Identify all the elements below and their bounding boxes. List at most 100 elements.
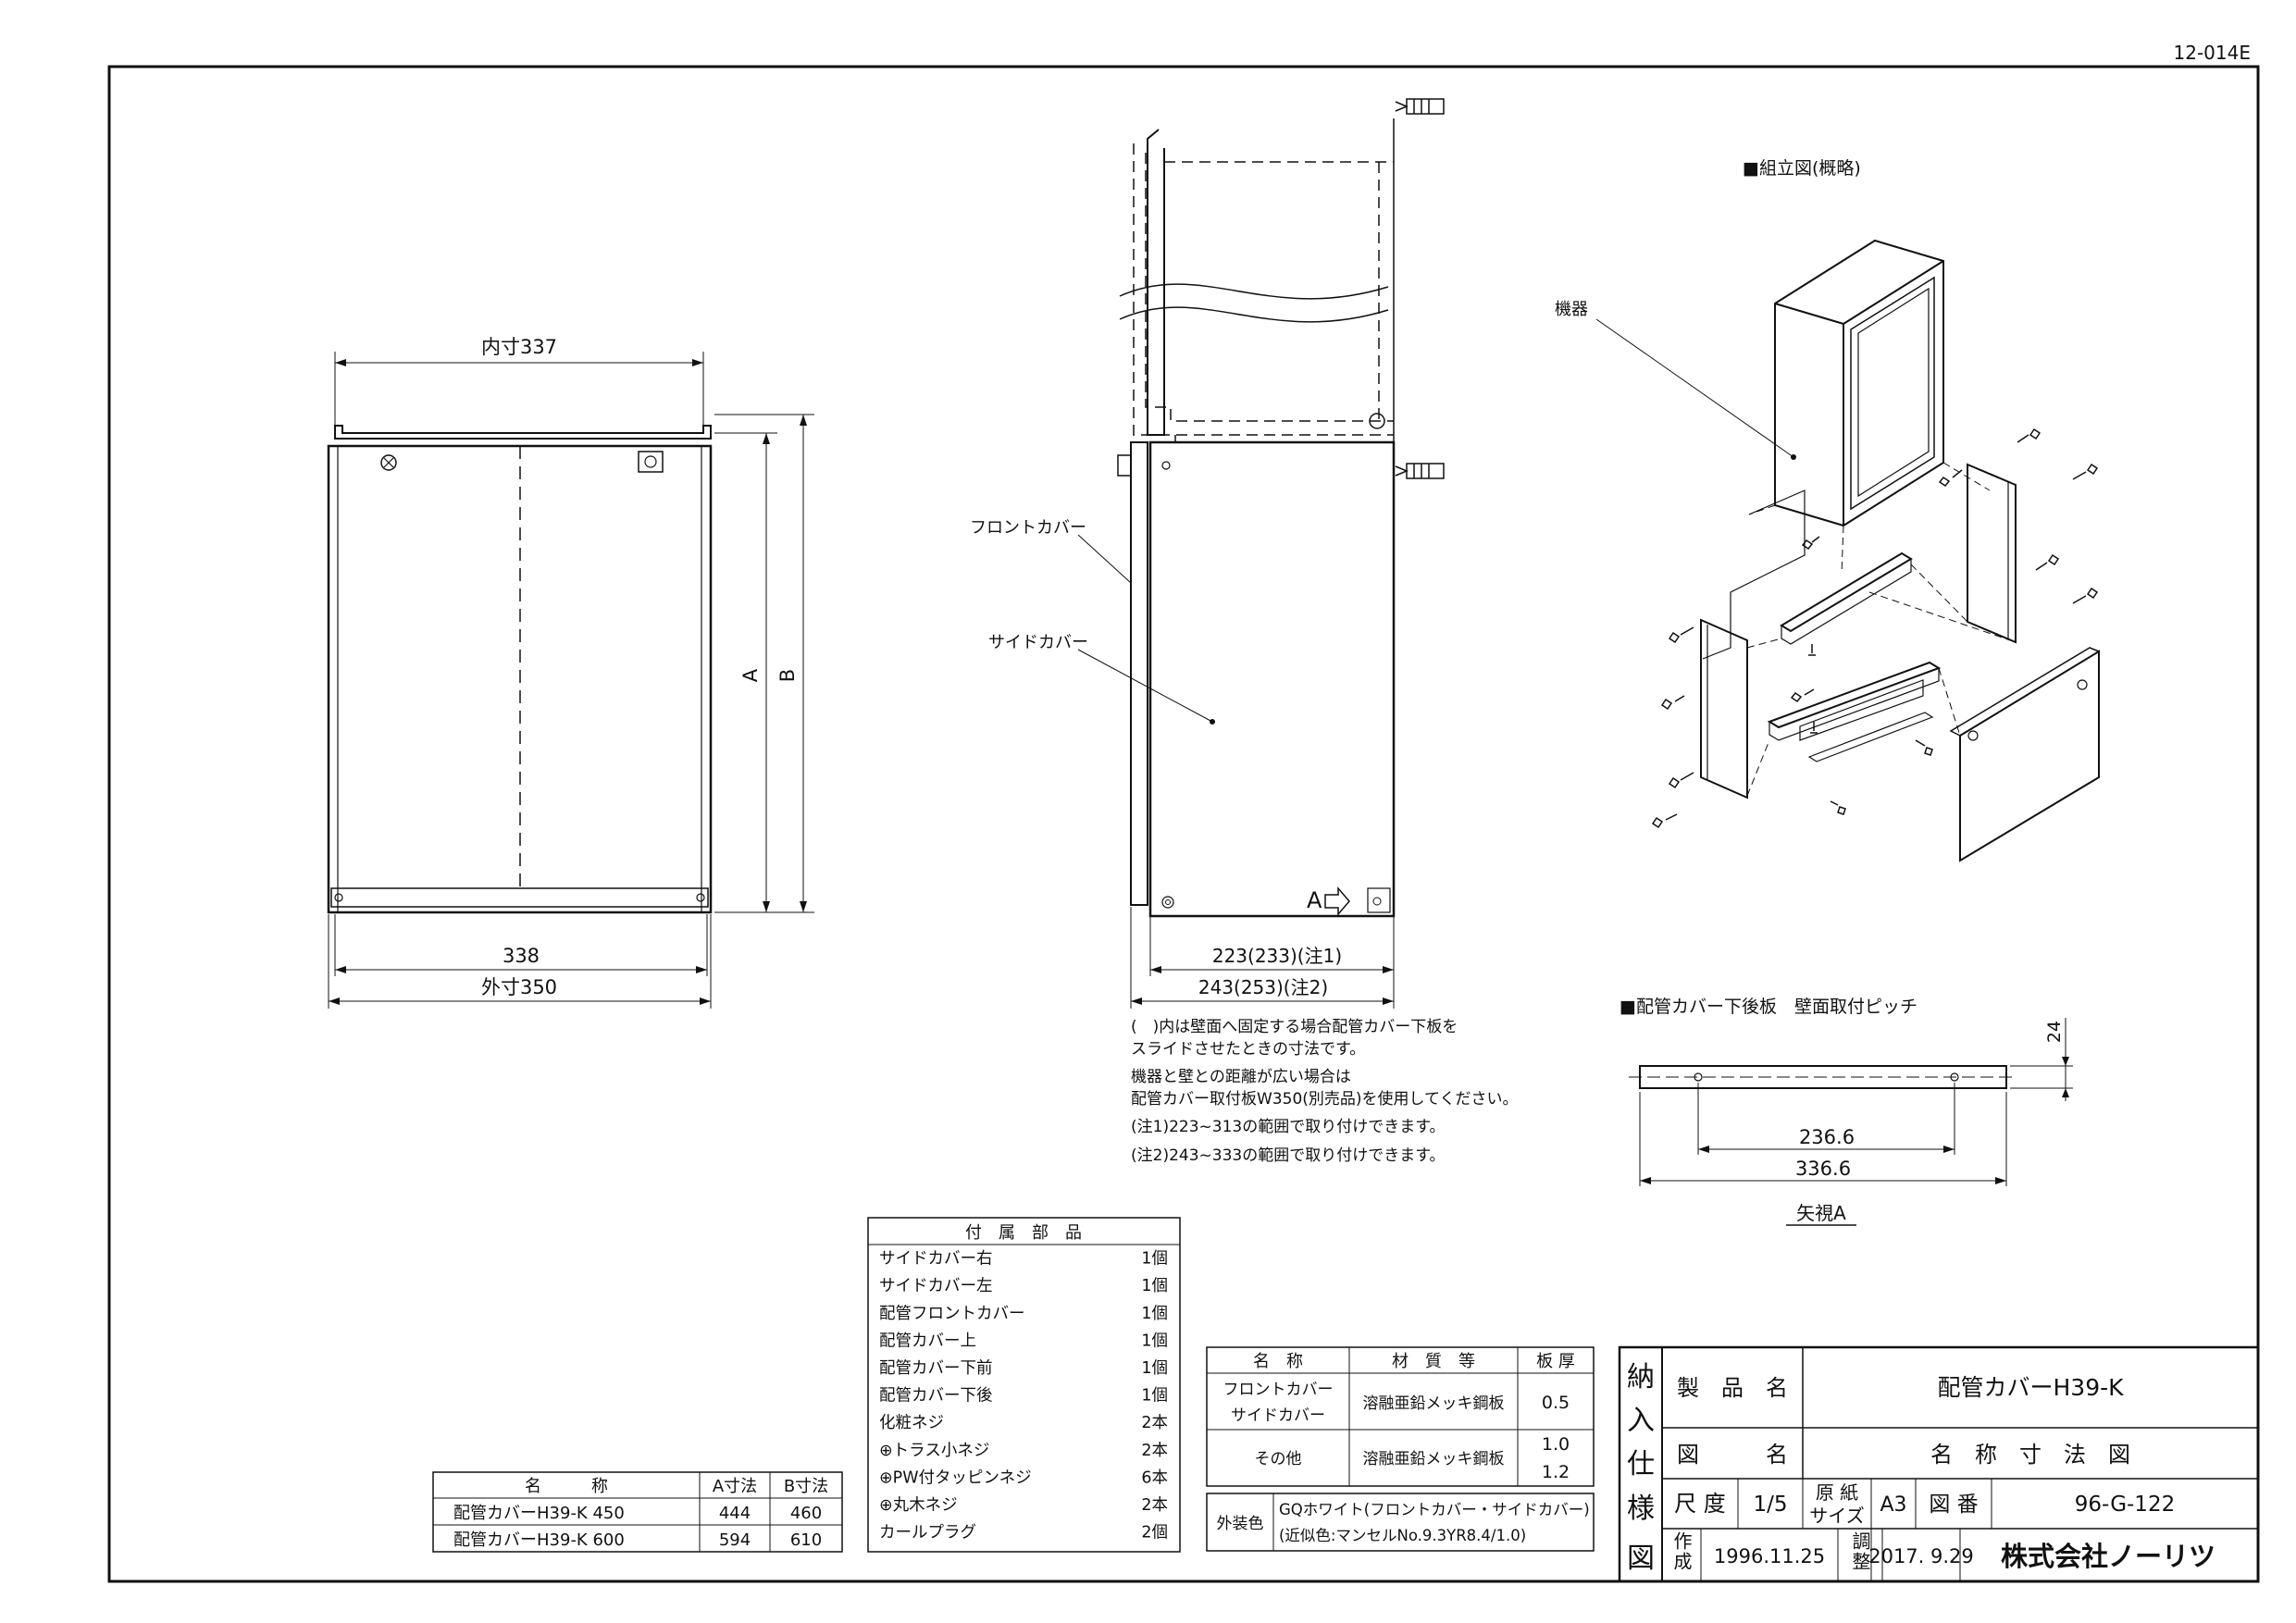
size-table-cell: 配管カバーH39-K 600: [453, 1530, 625, 1550]
front-inner-width-label: 内寸337: [481, 336, 557, 358]
parts-row-name: ⊕丸木ネジ: [879, 1496, 958, 1515]
note-line: 配管カバー取付板W350(別売品)を使用してください。: [1131, 1089, 1519, 1109]
created-label: 作成: [1670, 1531, 1693, 1572]
side-cover-label: サイドカバー: [988, 633, 1088, 652]
scale-value: 1/5: [1753, 1493, 1787, 1517]
adjusted-date: 2017. 9.29: [1868, 1545, 1974, 1567]
material-header-name: 名 称: [1253, 1352, 1303, 1371]
parts-row-name: サイドカバー左: [879, 1277, 993, 1295]
side-dim2-label: 243(253)(注2): [1198, 976, 1328, 998]
parts-row-name: ⊕トラス小ネジ: [879, 1442, 989, 1460]
parts-row-qty: 1個: [1141, 1359, 1168, 1378]
parts-row-name: カールプラグ: [879, 1524, 976, 1542]
title-side-char: 仕: [1627, 1448, 1655, 1481]
parts-row-qty: 2本: [1141, 1414, 1168, 1432]
assembly-view: ■組立図(概略) 機器: [1555, 158, 2100, 862]
border-frame: [107, 65, 2260, 1583]
parts-row-qty: 1個: [1141, 1277, 1168, 1295]
note-line: 機器と壁との距離が広い場合は: [1131, 1068, 1351, 1086]
drawing-no-label: 図 番: [1929, 1493, 1978, 1517]
scale-label: 尺 度: [1674, 1491, 1726, 1517]
parts-row-qty: 1個: [1141, 1387, 1168, 1406]
drawing-name-label: 図 名: [1677, 1442, 1788, 1468]
view-a-label: 矢視A: [1796, 1202, 1846, 1224]
front-bottom-width-label: 338: [503, 945, 540, 967]
front-outer-width-label: 外寸350: [481, 976, 557, 998]
note-line: (注1)223~313の範囲で取り付けできます。: [1131, 1118, 1446, 1136]
material-row1-name: サイドカバー: [1231, 1406, 1325, 1425]
title-block: 納 入 仕 様 図 製 品 名 配管カバーH39-K 図 名 名 称 寸 法 図…: [1618, 1345, 2260, 1583]
size-table-header-a: A寸法: [713, 1477, 757, 1496]
material-row2-material: 溶融亜鉛メッキ鋼板: [1363, 1450, 1505, 1468]
created-date: 1996.11.25: [1714, 1545, 1825, 1567]
parts-table-header: 付 属 部 品: [965, 1223, 1082, 1243]
arrow-a-label: A: [1307, 887, 1322, 913]
parts-row-name: サイドカバー右: [879, 1250, 993, 1269]
paper-size-label: 原 紙: [1816, 1481, 1858, 1504]
front-cover-label: フロントカバー: [970, 518, 1086, 538]
side-dim1-label: 223(233)(注1): [1212, 945, 1342, 967]
size-table-header-name: 名 称: [525, 1477, 608, 1496]
product-name-label: 製 品 名: [1677, 1375, 1788, 1401]
note-line: ( )内は壁面へ固定する場合配管カバー下板を: [1131, 1018, 1458, 1036]
paper-size-value: A3: [1880, 1493, 1906, 1517]
size-table-cell: 配管カバーH39-K 450: [453, 1504, 625, 1523]
exterior-color-label: 外装色: [1217, 1515, 1264, 1533]
material-row2-name: その他: [1255, 1450, 1302, 1468]
title-side-char: 入: [1627, 1405, 1655, 1437]
parts-row-name: 配管カバー下前: [879, 1359, 993, 1378]
parts-row-qty: 1個: [1141, 1305, 1168, 1323]
doc-code: 12-014E: [2174, 42, 2251, 64]
parts-row-qty: 2本: [1141, 1442, 1168, 1460]
parts-row-qty: 1個: [1141, 1332, 1168, 1350]
size-table-cell: 610: [790, 1530, 822, 1550]
side-view: A フロントカバー サイドカバー 223(233)(注1) 243(253)(注…: [970, 98, 1445, 1009]
product-name: 配管カバーH39-K: [1937, 1374, 2124, 1401]
wall-pitch-title: ■配管カバー下後板 壁面取付ピッチ: [1620, 997, 1917, 1017]
wall-pitch-view: ■配管カバー下後板 壁面取付ピッチ 236.6 336.6 24 矢視A: [1620, 997, 2073, 1226]
material-row1-name: フロントカバー: [1223, 1381, 1334, 1399]
drawing-no: 96-G-122: [2075, 1493, 2175, 1517]
side-view-notes: ( )内は壁面へ固定する場合配管カバー下板を スライドさせたときの寸法です。 機…: [1131, 1018, 1519, 1165]
company-name: 株式会社ノーリツ: [2001, 1541, 2215, 1572]
material-table: 名 称 材 質 等 板 厚 フロントカバー サイドカバー 溶融亜鉛メッキ鋼板 0…: [1206, 1346, 1595, 1552]
material-header-material: 材 質 等: [1392, 1352, 1475, 1371]
parts-row-name: 配管カバー下後: [879, 1387, 993, 1406]
size-table-cell: 444: [719, 1504, 751, 1523]
material-row1-material: 溶融亜鉛メッキ鋼板: [1363, 1394, 1505, 1413]
material-row1-thickness: 0.5: [1542, 1393, 1570, 1413]
exterior-color-line: GQホワイト(フロントカバー・サイドカバー): [1279, 1501, 1590, 1518]
wall-pitch-height-dim: 24: [2044, 1021, 2065, 1043]
note-line: (注2)243~333の範囲で取り付けできます。: [1131, 1146, 1446, 1165]
title-side-char: 様: [1627, 1493, 1655, 1525]
title-side-char: 納: [1627, 1361, 1655, 1394]
parts-row-name: 化粧ネジ: [879, 1414, 944, 1432]
parts-row-name: ⊕PW付タッピンネジ: [879, 1468, 1032, 1487]
note-line: スライドさせたときの寸法です。: [1131, 1040, 1365, 1059]
parts-row-qty: 2本: [1141, 1496, 1168, 1515]
material-header-thickness: 板 厚: [1536, 1352, 1575, 1371]
size-table: 名 称 A寸法 B寸法 配管カバーH39-K 450 444 460 配管カバー…: [432, 1471, 843, 1553]
size-table-header-b: B寸法: [784, 1477, 828, 1496]
device-label: 機器: [1555, 300, 1588, 319]
adjusted-label: 調整: [1849, 1531, 1871, 1572]
title-side-char: 図: [1627, 1542, 1655, 1575]
exterior-color-line: (近似色:マンセルNo.9.3YR8.4/1.0): [1279, 1527, 1526, 1544]
parts-row-qty: 6本: [1141, 1468, 1168, 1487]
size-table-cell: 594: [719, 1530, 751, 1550]
dim-b-label: B: [776, 669, 799, 682]
size-table-cell: 460: [790, 1504, 822, 1523]
parts-row-name: 配管フロントカバー: [879, 1305, 1025, 1323]
dim-a-label: A: [739, 668, 762, 682]
assembly-title: ■組立図(概略): [1743, 158, 1861, 179]
front-view: 内寸337 338 外寸350 A B: [327, 336, 814, 1009]
parts-row-qty: 1個: [1141, 1250, 1168, 1269]
drawing-name: 名 称 寸 法 図: [1930, 1442, 2130, 1468]
paper-size-label: サイズ: [1809, 1505, 1864, 1527]
wall-pitch-inner-dim: 236.6: [1799, 1126, 1855, 1148]
parts-row-name: 配管カバー上: [879, 1332, 976, 1350]
wall-pitch-outer-dim: 336.6: [1795, 1158, 1851, 1180]
material-row2-thickness: 1.2: [1542, 1462, 1570, 1482]
